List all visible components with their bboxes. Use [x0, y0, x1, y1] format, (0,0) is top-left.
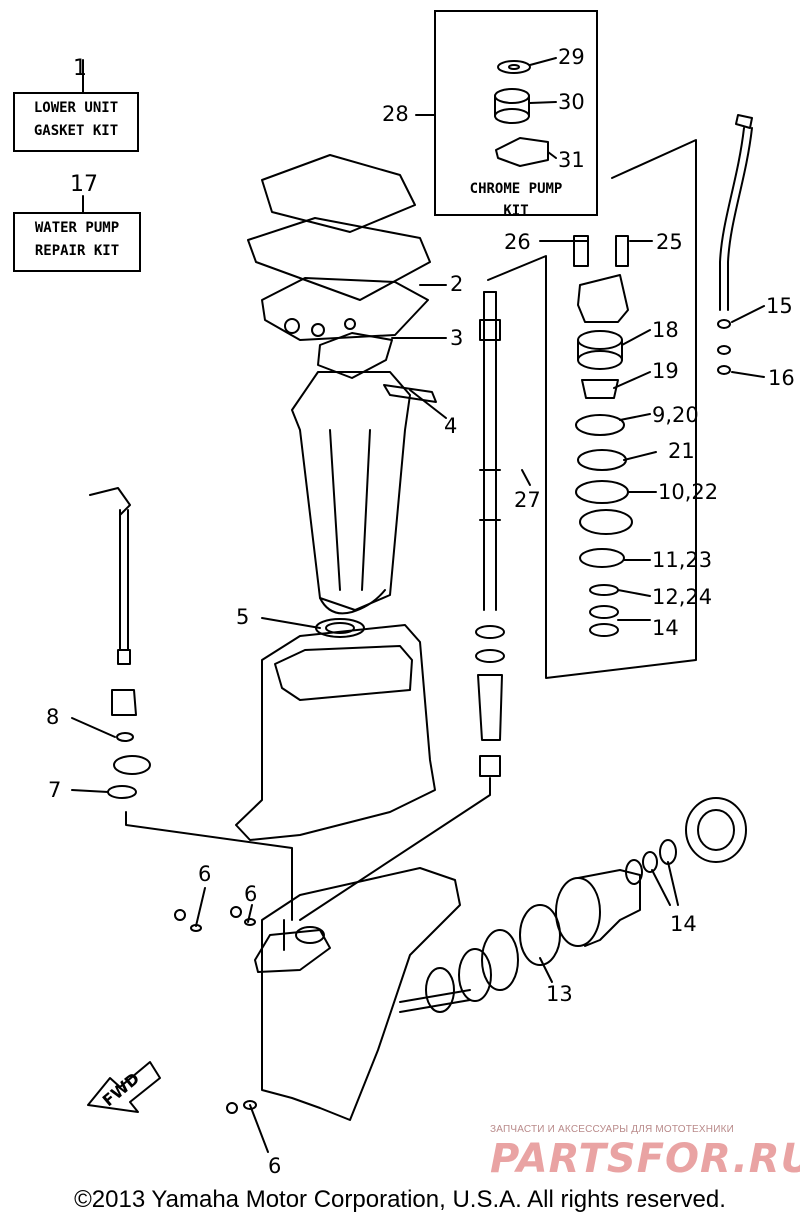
- water-pump-repair-kit-box: WATER PUMP REPAIR KIT: [13, 212, 141, 272]
- leader-30: [529, 101, 557, 104]
- lower-unit-case: [254, 867, 461, 1121]
- callout-25: 25: [656, 230, 683, 254]
- leader-21: [623, 451, 657, 461]
- callout-6-left: 6: [198, 862, 212, 886]
- leader-9-20: [619, 413, 651, 421]
- callout-30: 30: [558, 90, 585, 114]
- callout-8: 8: [46, 705, 60, 729]
- upper-casing: [235, 624, 436, 841]
- leader-13: [539, 957, 553, 983]
- callout-29: 29: [558, 45, 585, 69]
- kit-1-line1: LOWER UNIT: [33, 100, 119, 116]
- leader-4: [409, 389, 447, 419]
- kit-28-line1: CHROME PUMP: [469, 181, 563, 197]
- leader-18: [621, 329, 651, 346]
- gasket-set-upper: [247, 154, 437, 403]
- callout-14-lower: 14: [670, 912, 697, 936]
- callout-13: 13: [546, 982, 573, 1006]
- leader-7: [71, 789, 109, 793]
- kit-17-line1: WATER PUMP: [34, 220, 120, 236]
- callout-11-23: 11,23: [652, 548, 713, 572]
- lower-unit-gasket-kit-box: LOWER UNIT GASKET KIT: [13, 92, 139, 152]
- callout-14-upper: 14: [652, 616, 679, 640]
- kit-1-line2: GASKET KIT: [33, 123, 119, 139]
- pump-bracket-line: [487, 139, 697, 679]
- water-tube-right: [717, 114, 753, 375]
- callout-27: 27: [514, 488, 541, 512]
- callout-5: 5: [236, 605, 250, 629]
- callout-12-24: 12,24: [652, 585, 713, 609]
- leader-8: [71, 717, 116, 738]
- callout-3: 3: [450, 326, 464, 350]
- callout-18: 18: [652, 318, 679, 342]
- water-pump-parts: [573, 235, 633, 637]
- copyright-notice: ©2013 Yamaha Motor Corporation, U.S.A. A…: [74, 1186, 726, 1213]
- callout-4: 4: [444, 414, 458, 438]
- leader-31: [547, 151, 557, 159]
- callout-31: 31: [558, 148, 585, 172]
- fwd-arrow: [87, 1061, 161, 1113]
- watermark-tagline: ЗАПЧАСТИ И АКСЕССУАРЫ ДЛЯ МОТОТЕХНИКИ: [490, 1124, 735, 1135]
- kit-1-number: 1: [73, 56, 87, 81]
- leader-19: [613, 371, 651, 389]
- propeller-shaft-assembly: [399, 797, 747, 1013]
- callout-21: 21: [668, 439, 695, 463]
- leader-27: [521, 469, 531, 486]
- callout-2: 2: [450, 272, 464, 296]
- driveshaft: [475, 291, 505, 777]
- kit-28-line2: KIT: [503, 203, 529, 219]
- callout-19: 19: [652, 359, 679, 383]
- callout-9-20: 9,20: [652, 403, 699, 427]
- chrome-pump-kit-parts: [494, 60, 549, 167]
- chrome-pump-kit-box: CHROME PUMP KIT: [434, 10, 598, 219]
- kit-17-number: 17: [70, 172, 98, 197]
- callout-16: 16: [768, 366, 795, 390]
- callout-10-22: 10,22: [658, 480, 719, 504]
- leader-14b-1: [651, 869, 671, 906]
- leader-14b-2: [667, 861, 679, 906]
- small-bolts: [174, 906, 257, 1114]
- chrome-pump-kit-title: CHROME PUMP KIT: [436, 178, 596, 222]
- water-tube-assembly: [89, 487, 151, 799]
- driveshaft-housing: [291, 371, 411, 615]
- leader-12-24: [617, 589, 651, 597]
- kit-17-line2: REPAIR KIT: [34, 243, 120, 259]
- leader-5: [261, 617, 321, 629]
- leader-16: [731, 371, 765, 378]
- callout-15: 15: [766, 294, 793, 318]
- kit-28-number: 28: [382, 102, 409, 126]
- callout-6-bottom: 6: [268, 1154, 282, 1178]
- leader-15: [731, 305, 765, 323]
- bolt-leaders: [125, 777, 491, 1153]
- callout-7: 7: [48, 778, 62, 802]
- callout-6-middle: 6: [244, 882, 258, 906]
- leader-29: [529, 57, 557, 66]
- watermark-brand-logo: PARTSFOR.RU: [490, 1136, 800, 1182]
- callout-26: 26: [504, 230, 531, 254]
